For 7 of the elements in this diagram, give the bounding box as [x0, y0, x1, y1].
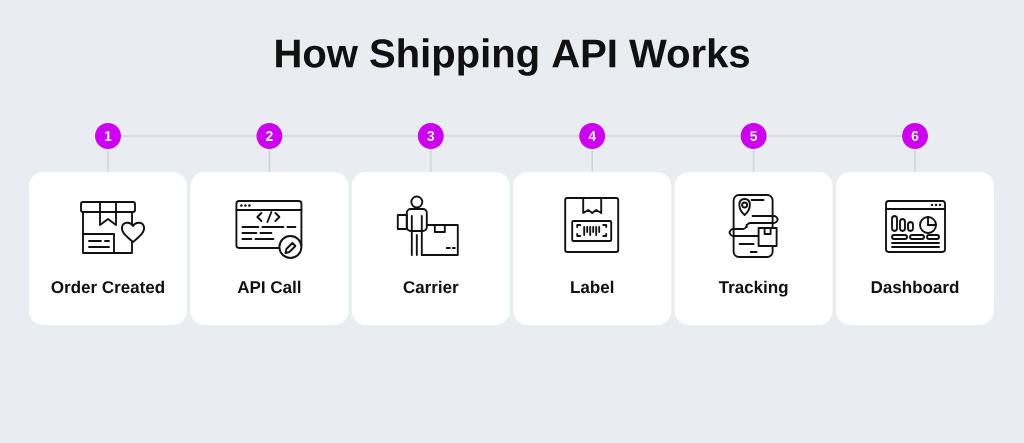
step-card: Order Created: [29, 172, 187, 325]
step-card: Dashboard: [836, 172, 994, 325]
step-card: Carrier: [351, 172, 510, 325]
step-card: Tracking: [674, 172, 833, 325]
step-card: Label: [513, 172, 672, 325]
step-card: API Call: [190, 172, 349, 325]
title: How Shipping API Works: [276, 38, 749, 76]
